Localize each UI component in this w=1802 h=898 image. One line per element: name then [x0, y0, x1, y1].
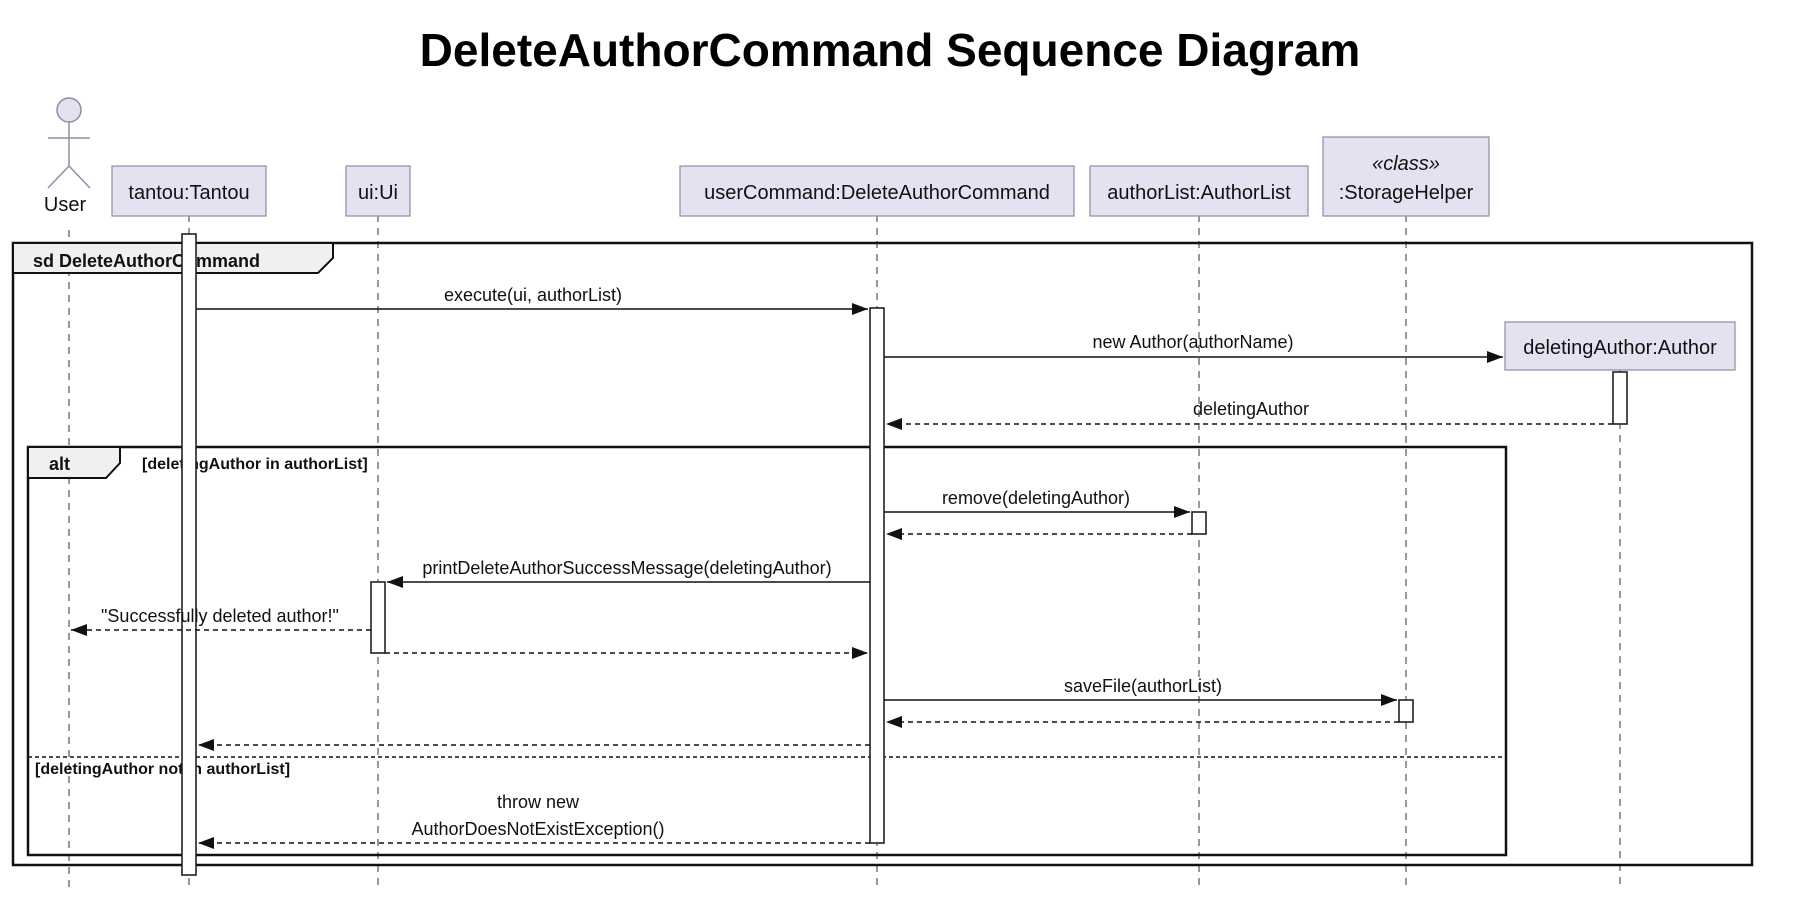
participant-deleting-author: deletingAuthor:Author	[1504, 321, 1736, 371]
message-success-text-label: "Successfully deleted author!"	[101, 606, 339, 626]
alt-frame: alt [deletingAuthor in authorList] [dele…	[26, 445, 1508, 857]
stick-figure-icon	[47, 97, 91, 189]
message-return-deleting-author: deletingAuthor	[886, 399, 1613, 430]
participant-deleting-author-label: deletingAuthor:Author	[1523, 337, 1717, 359]
activation-ui	[370, 581, 386, 654]
actor-user-label: User	[44, 194, 87, 216]
message-new-author-label: new Author(authorName)	[1092, 332, 1293, 352]
message-print-success: printDeleteAuthorSuccessMessage(deleting…	[387, 558, 870, 588]
diagram-title: DeleteAuthorCommand Sequence Diagram	[420, 24, 1361, 76]
message-return-deleting-author-label: deletingAuthor	[1193, 399, 1309, 419]
participant-user-command: userCommand:DeleteAuthorCommand	[679, 165, 1075, 217]
activation-deleting-author	[1612, 371, 1628, 425]
message-new-author: new Author(authorName)	[884, 332, 1503, 363]
sd-frame-label: sd DeleteAuthorCommand	[33, 251, 260, 271]
participant-ui-label: ui:Ui	[358, 182, 398, 204]
participant-tantou: tantou:Tantou	[111, 165, 267, 217]
message-throw-line1: throw new	[497, 792, 580, 812]
activation-author-list	[1191, 511, 1207, 535]
message-print-success-label: printDeleteAuthorSuccessMessage(deleting…	[422, 558, 831, 578]
message-save-file: saveFile(authorList)	[884, 676, 1397, 706]
participant-author-list: authorList:AuthorList	[1089, 165, 1309, 217]
sd-frame: sd DeleteAuthorCommand	[11, 241, 1754, 867]
participant-tantou-label: tantou:Tantou	[128, 182, 249, 204]
participant-user-command-label: userCommand:DeleteAuthorCommand	[704, 182, 1050, 204]
message-execute-label: execute(ui, authorList)	[444, 285, 622, 305]
participant-storage-helper: «class» :StorageHelper	[1322, 136, 1490, 217]
activation-tantou	[181, 233, 197, 876]
activation-storage-helper	[1398, 699, 1414, 723]
participant-author-list-label: authorList:AuthorList	[1107, 182, 1291, 204]
message-save-file-label: saveFile(authorList)	[1064, 676, 1222, 696]
activation-user-command	[869, 307, 885, 844]
message-remove: remove(deletingAuthor)	[884, 488, 1190, 518]
participant-ui: ui:Ui	[345, 165, 411, 217]
alt-guard-not-in-list: [deletingAuthor not in authorList]	[35, 761, 290, 778]
message-throw-line2: AuthorDoesNotExistException()	[411, 819, 664, 839]
message-execute: execute(ui, authorList)	[196, 285, 868, 315]
alt-guard-in-list: [deletingAuthor in authorList]	[142, 456, 368, 473]
message-success-text: "Successfully deleted author!"	[71, 606, 371, 636]
participant-storage-helper-label: :StorageHelper	[1339, 182, 1474, 204]
message-remove-label: remove(deletingAuthor)	[942, 488, 1130, 508]
message-throw-exception: throw new AuthorDoesNotExistException()	[198, 792, 870, 849]
actor-user: User	[44, 97, 91, 216]
alt-frame-label: alt	[49, 454, 70, 474]
participant-storage-helper-stereotype: «class»	[1372, 153, 1440, 175]
